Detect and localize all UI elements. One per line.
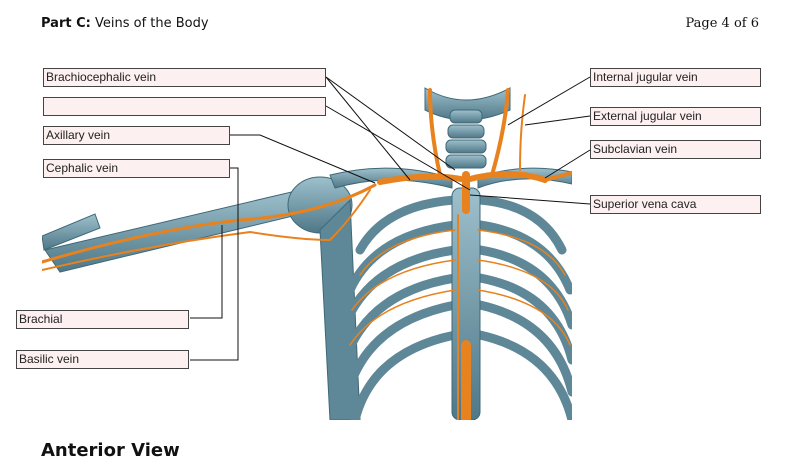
vein-internal-jugular-right: [490, 88, 510, 177]
forearm-bone: [42, 213, 101, 251]
label-internal-jugular-vein[interactable]: Internal jugular vein: [590, 68, 761, 87]
jaw-bone: [424, 87, 511, 121]
vein-internal-jugular-left: [428, 88, 442, 177]
vein-subclavian: [543, 170, 572, 182]
vein-basilic: [42, 189, 371, 271]
page-number: Page 4 of 6: [685, 16, 759, 31]
label-brachiocephalic-vein[interactable]: Brachiocephalic vein: [43, 68, 326, 87]
leader-lines: [190, 76, 591, 361]
label-blank-answer[interactable]: [43, 97, 326, 116]
scapula-bone: [319, 198, 361, 420]
part-label: Part C:: [41, 16, 91, 31]
vein-external-jugular: [519, 94, 526, 171]
rib-cage: [340, 195, 572, 420]
vein-brachiocephalic-left: [377, 173, 469, 185]
part-heading: Part C: Veins of the Body: [41, 16, 209, 31]
label-axillary-vein[interactable]: Axillary vein: [43, 126, 230, 145]
view-caption: Anterior View: [41, 440, 180, 461]
part-title: Veins of the Body: [94, 16, 209, 31]
veins: [42, 88, 572, 420]
label-brachial-vein[interactable]: Brachial: [16, 310, 189, 329]
label-basilic-vein[interactable]: Basilic vein: [16, 350, 189, 369]
label-superior-vena-cava[interactable]: Superior vena cava: [590, 195, 761, 214]
cervical-spine: [445, 109, 487, 169]
label-cephalic-vein[interactable]: Cephalic vein: [43, 159, 230, 178]
label-external-jugular-vein[interactable]: External jugular vein: [590, 107, 761, 126]
vein-brachiocephalic-right: [463, 171, 548, 183]
label-subclavian-vein[interactable]: Subclavian vein: [590, 140, 761, 159]
vein-cephalic: [42, 183, 377, 264]
